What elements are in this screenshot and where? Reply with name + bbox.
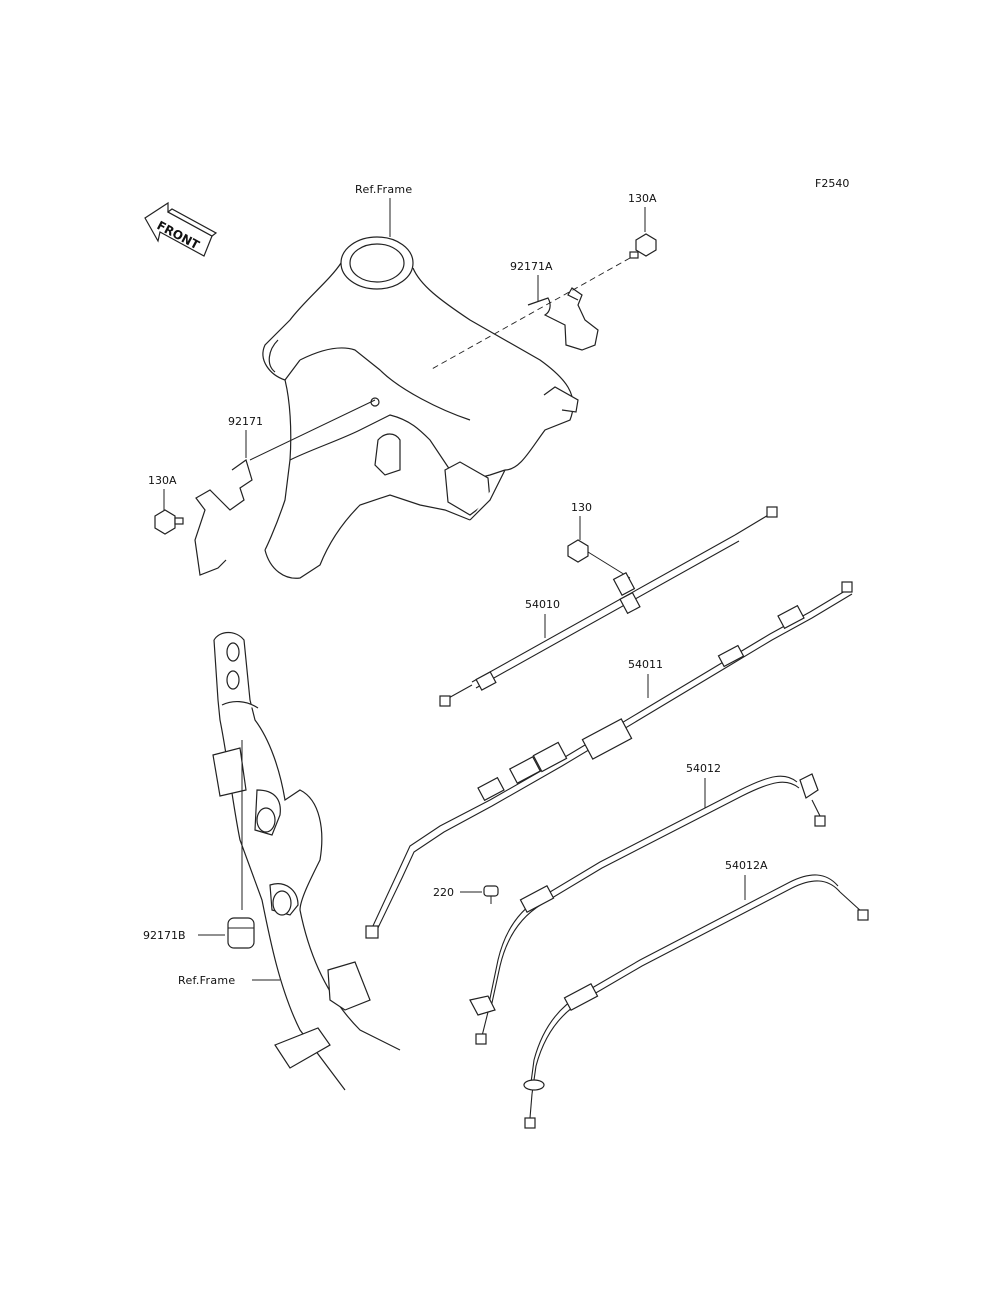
ref-frame-bottom-label: Ref.Frame [178,974,235,987]
clamp-92171b-icon [227,917,255,949]
clamp-92171 [194,459,253,576]
figure-code: F2540 [815,177,849,190]
bolt-130-icon [567,539,631,579]
screw-220-icon [483,885,499,904]
label-92171: 92171 [228,415,263,428]
label-130: 130 [571,501,592,514]
bolt-130a-top-icon [629,233,657,259]
label-54011: 54011 [628,658,663,671]
label-54012: 54012 [686,762,721,775]
frame-lower [212,631,401,1091]
bolt-130a-left-icon [154,509,184,535]
label-130a-left: 130A [148,474,177,487]
label-220: 220 [433,886,454,899]
label-54010: 54010 [525,598,560,611]
cable-54012 [469,773,826,1045]
label-130a-top: 130A [628,192,657,205]
frame-upper [262,236,579,579]
front-arrow-icon: FRONT [144,201,218,257]
cable-54010 [439,506,778,707]
label-92171a: 92171A [510,260,553,273]
label-92171b: 92171B [143,929,186,942]
clamp-92171a [527,287,599,351]
cable-54011 [365,581,853,939]
ref-frame-top-label: Ref.Frame [355,183,412,196]
cable-54012a [523,874,869,1129]
label-54012a: 54012A [725,859,768,872]
